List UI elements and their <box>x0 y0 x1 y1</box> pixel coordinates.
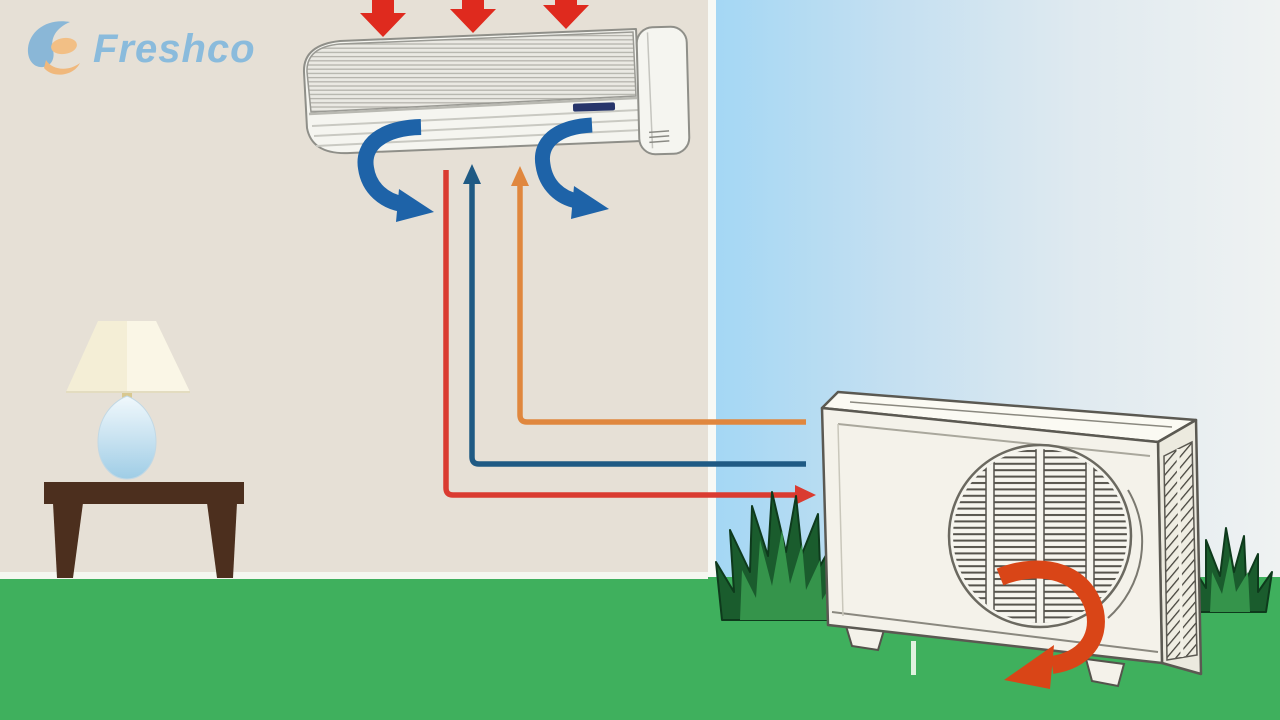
warm-air-arrow <box>450 0 496 33</box>
outdoor-condenser-unit <box>820 390 1203 688</box>
plant-left-leaves-light <box>740 530 834 620</box>
blue-line-arrowhead <box>463 164 481 184</box>
indoor-unit-end-cap <box>635 25 691 156</box>
exhaust-arrowhead <box>1004 645 1054 689</box>
lamp-base <box>97 395 157 480</box>
freshco-logo-icon <box>27 21 80 75</box>
table-lamp <box>66 321 190 480</box>
warm-air-arrow <box>360 0 406 37</box>
side-table <box>44 482 244 578</box>
lamp-shade-highlight <box>127 321 190 392</box>
fan-grille <box>953 449 1127 623</box>
table-leg-right <box>207 503 237 578</box>
refrigerant-line-orange <box>517 182 806 425</box>
freshco-logo: Freshco <box>27 21 256 75</box>
exhaust-swirl-arrow <box>996 560 1105 689</box>
circulation-arrow-left <box>357 119 422 212</box>
plant-right <box>1191 527 1273 613</box>
brand-plate <box>572 102 616 112</box>
refrigerant-line-blue <box>469 180 806 467</box>
warm-air-arrow <box>543 0 589 29</box>
circulation-arrow-right <box>534 117 593 209</box>
red-line-arrowhead <box>795 485 816 505</box>
front-face-top-seam <box>837 423 1151 457</box>
refrigerant-lines <box>443 164 816 505</box>
circulation-arrowhead-left <box>396 189 434 222</box>
refrigerant-line-red <box>443 170 797 498</box>
plant-right-leaves-light <box>1210 556 1250 612</box>
plant-left <box>715 491 859 621</box>
cool-air-circulation-arrows <box>357 117 609 222</box>
exhaust-arrow-ribbon <box>996 560 1105 674</box>
intake-divider-line <box>308 96 638 116</box>
louver-line <box>311 109 639 127</box>
lamp-neck <box>122 390 132 400</box>
table-top <box>44 482 244 504</box>
logo-text: Freshco <box>93 27 256 71</box>
front-face-left-seam <box>837 423 844 617</box>
circulation-arrowhead-right <box>571 186 609 219</box>
unit-foot-right <box>1084 657 1126 688</box>
fan-shroud-arc <box>1107 489 1144 619</box>
skirting-line <box>0 572 708 579</box>
indoor-unit-intake-grille <box>306 31 637 113</box>
side-vents-divider <box>1176 448 1184 658</box>
orange-line-arrowhead <box>511 166 529 186</box>
table-leg-left <box>53 503 83 578</box>
warm-air-intake-arrows <box>360 0 589 37</box>
top-face-seam <box>849 401 1173 428</box>
front-face-bottom-seam <box>831 611 1159 653</box>
drain-pipe <box>911 641 916 675</box>
wall-edge-strip <box>708 0 716 578</box>
indoor-ac-unit <box>302 25 691 156</box>
